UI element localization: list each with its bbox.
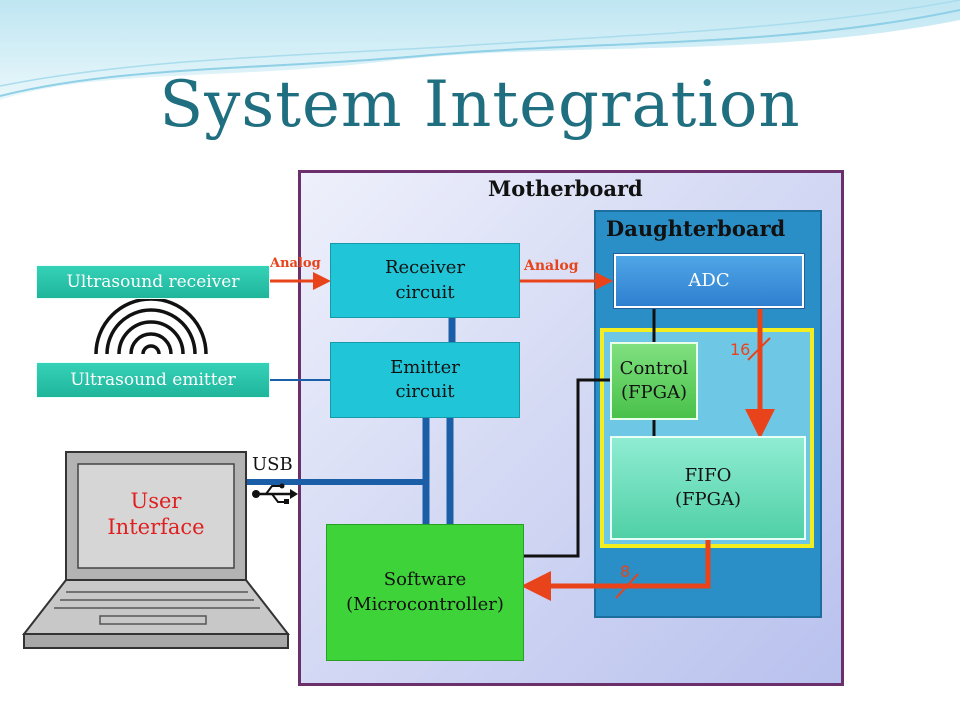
adc-block: ADC: [613, 253, 805, 309]
bus-8-arrow: [521, 540, 711, 601]
fifo-fpga-block: FIFO (FPGA): [610, 436, 806, 540]
slide-title: System Integration: [159, 68, 801, 142]
control-to-software-line: [524, 378, 612, 558]
emitter-circuit-block: Emitter circuit: [330, 342, 520, 418]
analog-label-in: Analog: [270, 256, 321, 271]
bus-8-tick: [615, 573, 639, 599]
motherboard-label: Motherboard: [488, 176, 643, 201]
usb-label: USB: [252, 454, 293, 475]
user-interface-label: User Interface: [107, 489, 205, 540]
ultrasound-emitter-block: Ultrasound emitter: [36, 362, 270, 398]
ultrasound-receiver-block: Ultrasound receiver: [36, 265, 270, 299]
analog-label-out: Analog: [524, 258, 579, 274]
control-fpga-block: Control (FPGA): [610, 342, 698, 420]
daughterboard-label: Daughterboard: [606, 216, 786, 241]
bus-width-8-label: 8: [620, 562, 631, 581]
bus-16-tick: [747, 337, 771, 361]
software-block: Software (Microcontroller): [326, 524, 524, 661]
header-wave-decoration: [0, 0, 960, 100]
receiver-circuit-block: Receiver circuit: [330, 243, 520, 318]
bus-width-16-label: 16: [730, 340, 751, 359]
